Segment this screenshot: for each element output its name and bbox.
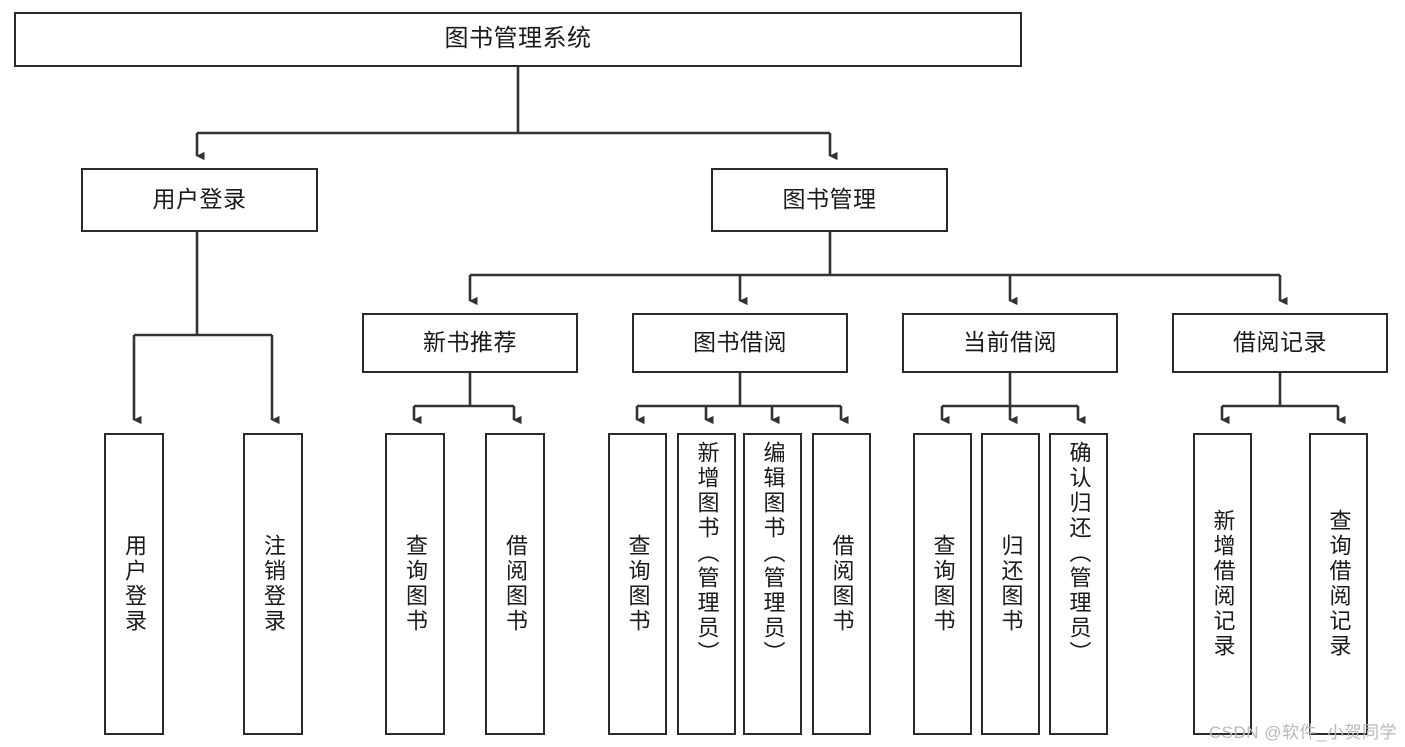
leaf-return-book[interactable]: 归还图书 xyxy=(981,433,1040,735)
node-new-book-recommendation[interactable]: 新书推荐 xyxy=(362,313,578,373)
node-label: 图书管理系统 xyxy=(444,25,592,53)
leaf-label: 注销登录 xyxy=(260,534,286,634)
node-book-borrow[interactable]: 图书借阅 xyxy=(632,313,848,373)
leaf-label: 查询图书 xyxy=(625,534,651,634)
node-current-borrow[interactable]: 当前借阅 xyxy=(902,313,1118,373)
leaf-label: 编辑图书（管理员） xyxy=(760,441,786,666)
leaf-label: 借阅图书 xyxy=(829,534,855,634)
node-label: 当前借阅 xyxy=(963,329,1057,356)
watermark: CSDN @软件_小贺同学 xyxy=(1208,723,1397,742)
leaf-borrow-book-recommend[interactable]: 借阅图书 xyxy=(485,433,545,735)
leaf-label: 归还图书 xyxy=(998,534,1024,634)
leaf-query-book-recommend[interactable]: 查询图书 xyxy=(385,433,445,735)
node-label: 图书管理 xyxy=(782,186,877,213)
leaf-label: 确认归还（管理员） xyxy=(1066,441,1092,666)
leaf-confirm-return-admin[interactable]: 确认归还（管理员） xyxy=(1049,433,1108,735)
leaf-user-login[interactable]: 用户登录 xyxy=(104,433,164,735)
leaf-label: 查询图书 xyxy=(930,534,956,634)
leaf-query-borrow-record[interactable]: 查询借阅记录 xyxy=(1309,433,1368,735)
leaf-label: 查询借阅记录 xyxy=(1326,509,1352,659)
leaf-label: 查询图书 xyxy=(402,534,428,634)
node-label: 用户登录 xyxy=(152,186,247,213)
leaf-edit-book-admin[interactable]: 编辑图书（管理员） xyxy=(743,433,802,735)
leaf-label: 新增借阅记录 xyxy=(1210,509,1236,659)
node-user-login[interactable]: 用户登录 xyxy=(81,168,318,232)
leaf-label: 借阅图书 xyxy=(502,534,528,634)
node-book-management[interactable]: 图书管理 xyxy=(711,168,948,232)
leaf-borrow-book[interactable]: 借阅图书 xyxy=(812,433,871,735)
node-label: 图书借阅 xyxy=(693,329,787,356)
node-label: 借阅记录 xyxy=(1233,329,1327,356)
leaf-label: 用户登录 xyxy=(121,534,147,634)
node-borrow-record[interactable]: 借阅记录 xyxy=(1172,313,1388,373)
node-label: 新书推荐 xyxy=(423,329,517,356)
node-root-book-management-system[interactable]: 图书管理系统 xyxy=(14,12,1022,67)
leaf-label: 新增图书（管理员） xyxy=(694,441,720,666)
leaf-add-book-admin[interactable]: 新增图书（管理员） xyxy=(677,433,736,735)
leaf-query-book-borrow[interactable]: 查询图书 xyxy=(608,433,667,735)
leaf-add-borrow-record[interactable]: 新增借阅记录 xyxy=(1193,433,1252,735)
leaf-query-book-current[interactable]: 查询图书 xyxy=(913,433,972,735)
leaf-logout[interactable]: 注销登录 xyxy=(243,433,303,735)
